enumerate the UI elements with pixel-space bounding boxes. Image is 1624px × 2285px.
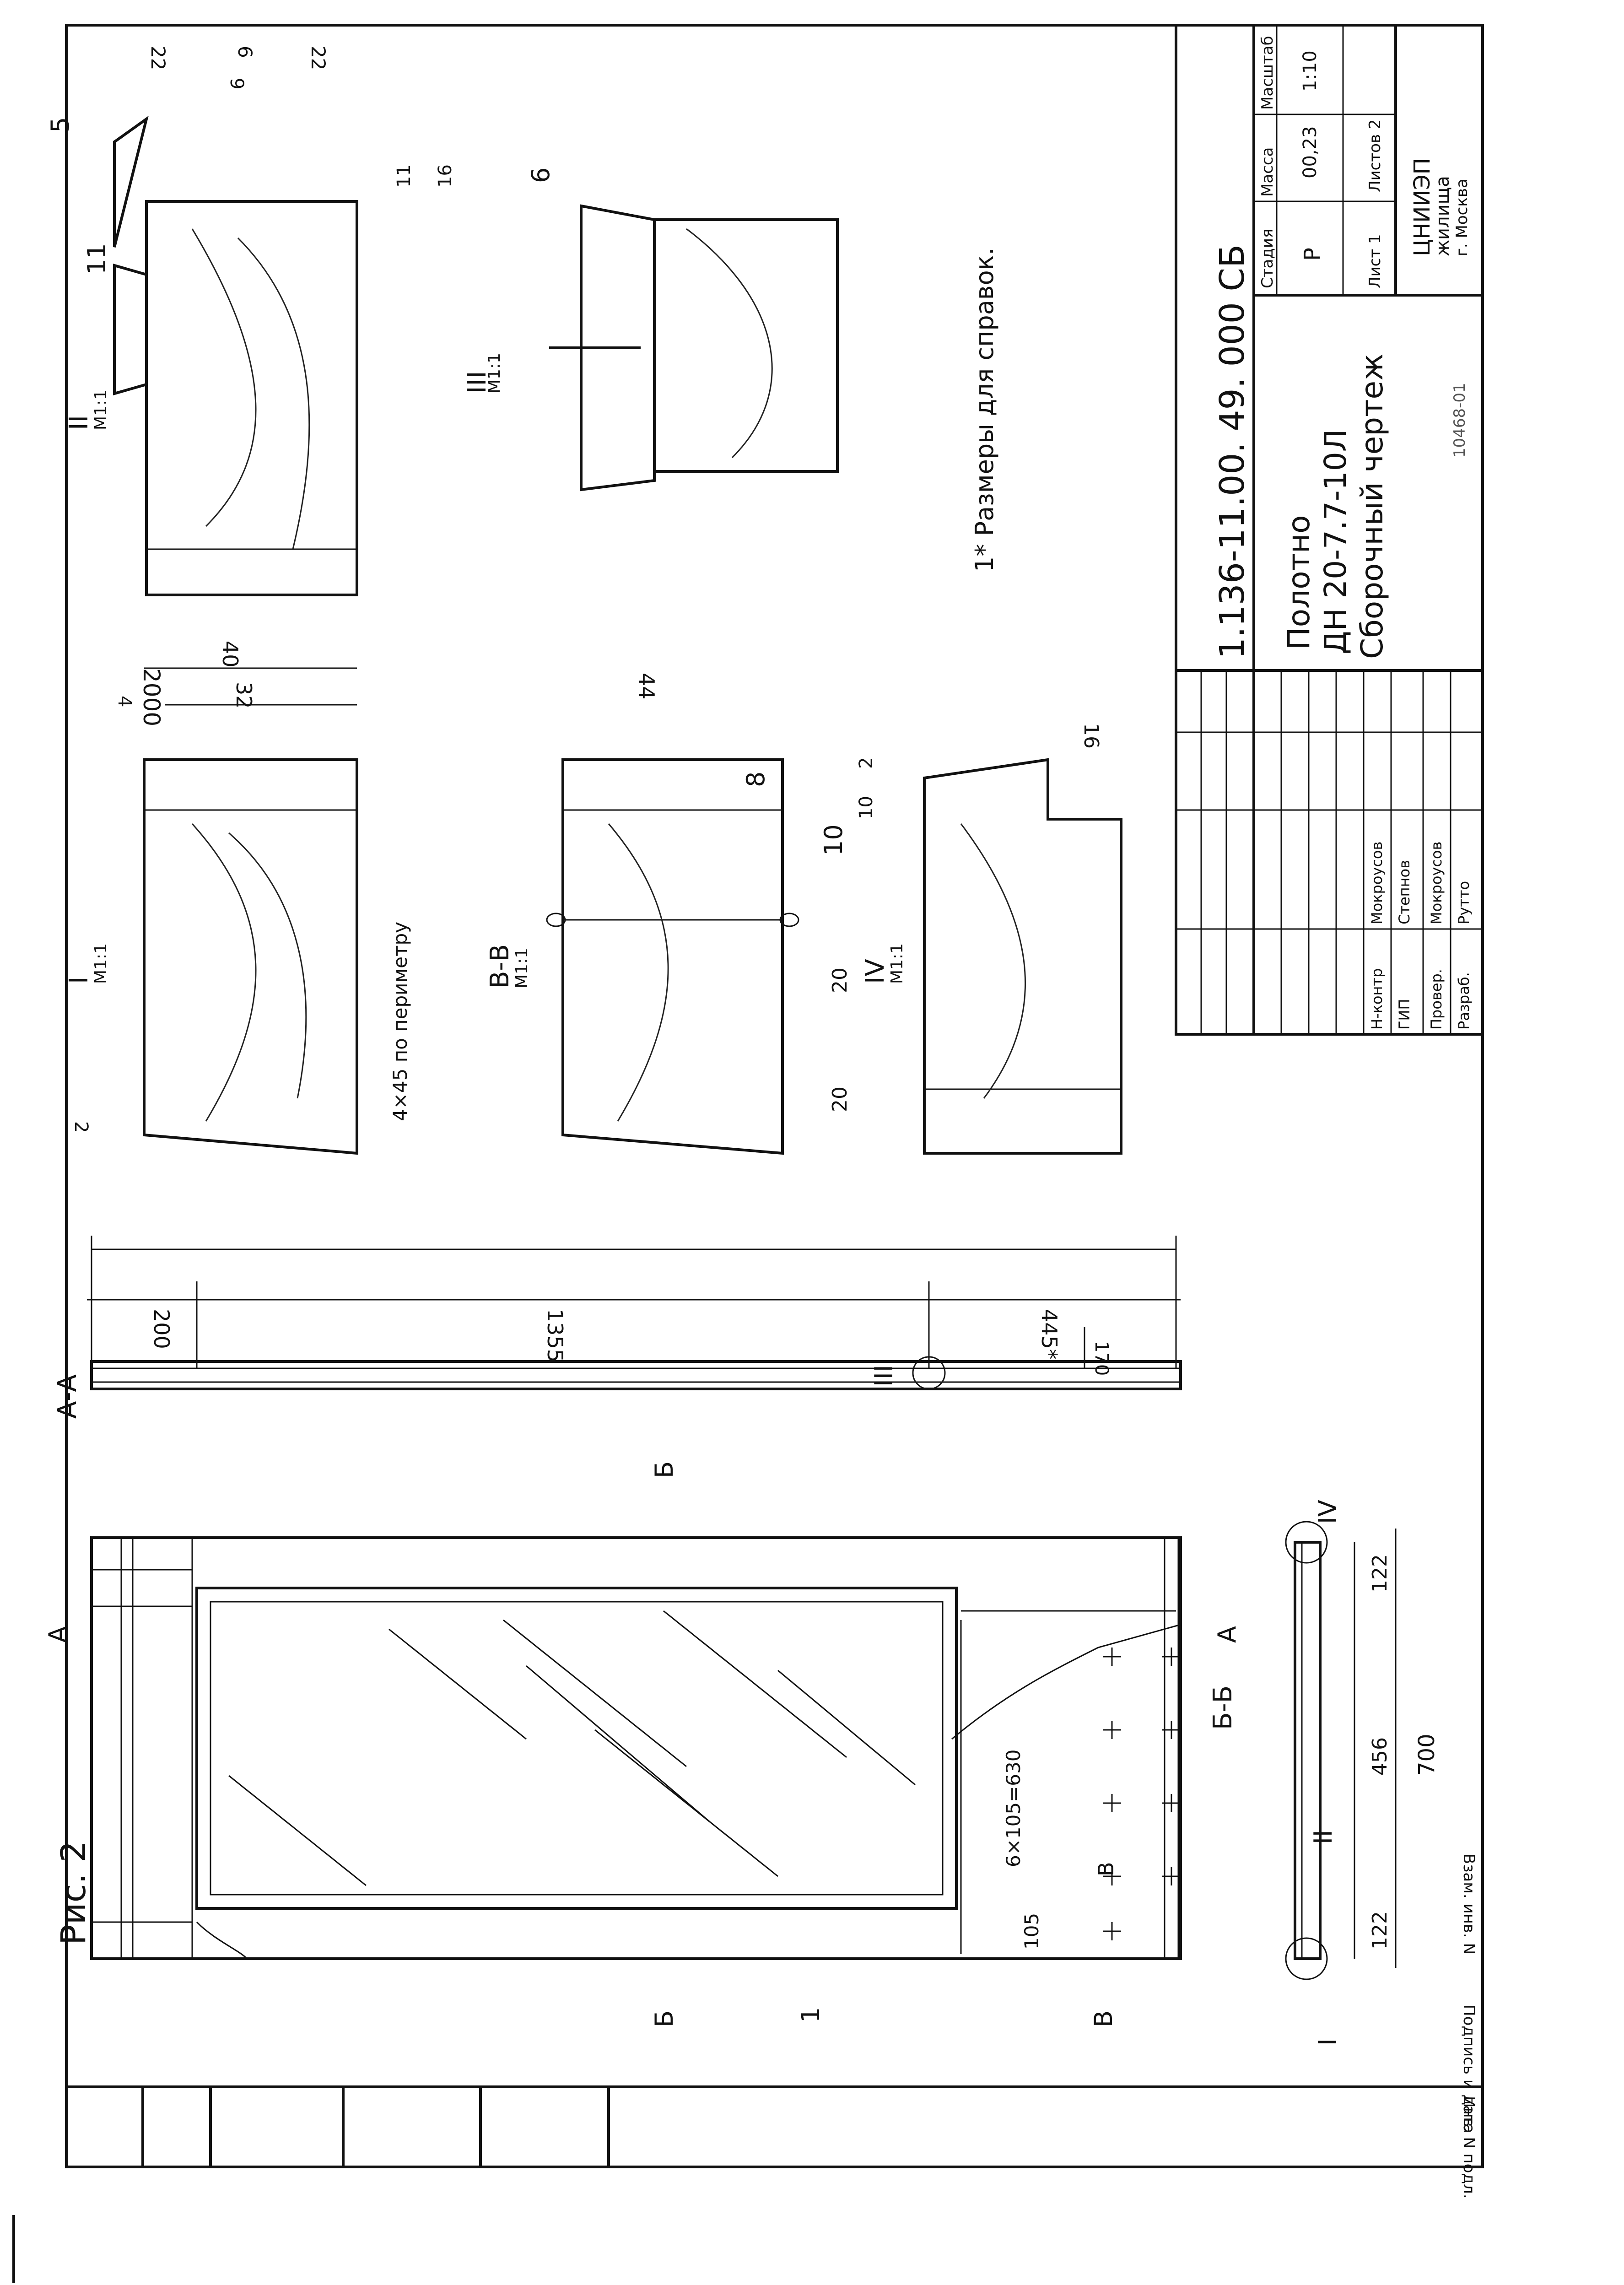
scale-value: 1:10 xyxy=(1300,50,1321,92)
view-det2-scale: М1:1 xyxy=(92,389,110,430)
title-name-line3: Сборочный чертеж xyxy=(1354,353,1390,659)
sheet-label: Лист 1 xyxy=(1366,234,1384,288)
handwritten-side: 10468-01 xyxy=(1451,383,1469,458)
section-vv xyxy=(546,758,799,1155)
dim-aa-total: 2000 xyxy=(138,668,165,727)
org-line2: жилища xyxy=(1432,176,1453,256)
dim-aa-bottom: 445* xyxy=(1037,1309,1062,1360)
dim-vv-20b: 20 xyxy=(828,1086,852,1112)
ref-ii: II xyxy=(1309,1830,1338,1844)
cut-b-bottom: Б xyxy=(650,2010,679,2027)
stamp-sign: Подпись и дата xyxy=(1460,2004,1478,2134)
view-det4-title: IV xyxy=(860,959,890,984)
detail-iv-section xyxy=(923,758,1122,1155)
dim-bb-mid: 456 xyxy=(1368,1737,1392,1776)
name-3: Мокроусов xyxy=(1428,841,1445,924)
dim-det2-11: 11 xyxy=(394,164,415,188)
dim-vv-20a: 20 xyxy=(828,967,852,993)
view-det4-scale: М1:1 xyxy=(888,943,906,984)
figure-label: Рис. 2 xyxy=(54,1841,93,1945)
title-block xyxy=(1175,24,1484,1036)
door-front-view xyxy=(90,1536,1182,1960)
section-bb xyxy=(1285,1521,1397,1980)
name-1: Мокроусов xyxy=(1368,841,1386,924)
stage-header: Стадия xyxy=(1258,228,1277,288)
cut-b-top: Б xyxy=(650,1461,679,1478)
role-1: Н-контр xyxy=(1368,968,1386,1030)
stage-value: Р xyxy=(1300,248,1325,261)
dim-det1-chamfer: 4×45 по периметру xyxy=(389,922,411,1121)
view-vv-scale: М1:1 xyxy=(513,948,531,989)
view-det2-title: II xyxy=(64,415,94,430)
dim-bb-right: 122 xyxy=(1368,1554,1392,1593)
callout-5: 5 xyxy=(46,117,75,133)
document-code: 1.136-11.00. 49. 000 СБ xyxy=(1213,244,1252,659)
dim-det1-2: 2 xyxy=(70,1121,92,1133)
dim-pitch-one: 105 xyxy=(1020,1912,1043,1950)
ref-iv: IV xyxy=(1313,1500,1342,1524)
callout-6: 6 xyxy=(526,167,555,183)
dim-det2-6: 6 xyxy=(234,46,256,58)
role-4: Разраб. xyxy=(1455,972,1473,1030)
detail-iii-section xyxy=(549,204,839,492)
note-text: 1* Размеры для справок. xyxy=(970,247,999,572)
callout-1: 1 xyxy=(796,2007,825,2023)
name-4: Рутто xyxy=(1455,881,1473,924)
dim-det1-32: 32 xyxy=(232,682,256,709)
callout-8: 8 xyxy=(741,771,770,787)
title-name-line2: ДН 20-7.7-10Л xyxy=(1318,429,1353,654)
title-name-line1: Полотно xyxy=(1281,515,1316,650)
dim-aa-top: 200 xyxy=(149,1309,174,1349)
dim-det2-16: 16 xyxy=(435,164,456,188)
dim-bb-left: 122 xyxy=(1368,1911,1392,1950)
dim-det4-2: 2 xyxy=(856,757,877,769)
dim-vv-44: 44 xyxy=(634,673,659,700)
stamp-replace: Взам. инв. N xyxy=(1460,1853,1478,1955)
dim-det1-40: 40 xyxy=(218,641,243,668)
role-3: Провер. xyxy=(1428,969,1445,1030)
view-vv-title: В-В xyxy=(485,944,515,989)
scale-header: Масштаб xyxy=(1258,36,1277,110)
sheets-label: Листов 2 xyxy=(1366,119,1384,192)
glass-panel-outer xyxy=(195,1587,958,1910)
detail-ii-section xyxy=(113,115,358,596)
cut-a-top: А xyxy=(43,1626,72,1643)
glass-panel-inner xyxy=(210,1601,944,1896)
ref-i: I xyxy=(1313,2038,1342,2046)
dim-det2-22b: 22 xyxy=(307,46,329,70)
sheet-frame xyxy=(65,24,1484,2168)
dim-det1-4: 4 xyxy=(114,696,135,708)
cut-v: В xyxy=(1089,2010,1118,2027)
view-aa-title: А-А xyxy=(53,1374,82,1419)
view-det1-title: I xyxy=(64,976,94,984)
org-line3: г. Москва xyxy=(1453,178,1471,256)
dim-bb-total: 700 xyxy=(1414,1734,1440,1776)
org-line1: ЦНИИЭП xyxy=(1409,158,1435,256)
dim-det2-22a: 22 xyxy=(147,46,169,70)
name-2: Степнов xyxy=(1396,860,1413,924)
role-2: ГИП xyxy=(1396,999,1413,1030)
view-det3-scale: М1:1 xyxy=(485,353,504,394)
ref-iii: III xyxy=(869,1365,898,1387)
section-aa xyxy=(87,1236,1182,1390)
mass-header: Масса xyxy=(1258,147,1277,197)
view-det1-scale: М1:1 xyxy=(92,943,110,984)
callout-11: 11 xyxy=(82,243,111,275)
view-bb-title: Б-Б xyxy=(1208,1685,1238,1730)
dim-aa-bottom-small: 170 xyxy=(1091,1341,1112,1376)
dim-det2-9: 9 xyxy=(226,78,247,90)
dim-aa-mid: 1355 xyxy=(543,1309,567,1363)
cut-a-bottom: А xyxy=(1213,1626,1241,1643)
detail-i-section xyxy=(143,667,358,1155)
cut-v-inner: В xyxy=(1094,1862,1118,1876)
dim-det4-10: 10 xyxy=(856,796,877,819)
mass-value: 00,23 xyxy=(1300,126,1321,178)
fastener-marks xyxy=(1103,1648,1181,1940)
callout-10: 10 xyxy=(819,824,848,856)
dim-det4-16: 16 xyxy=(1079,723,1103,749)
dim-pitch: 6×105=630 xyxy=(1002,1749,1025,1867)
